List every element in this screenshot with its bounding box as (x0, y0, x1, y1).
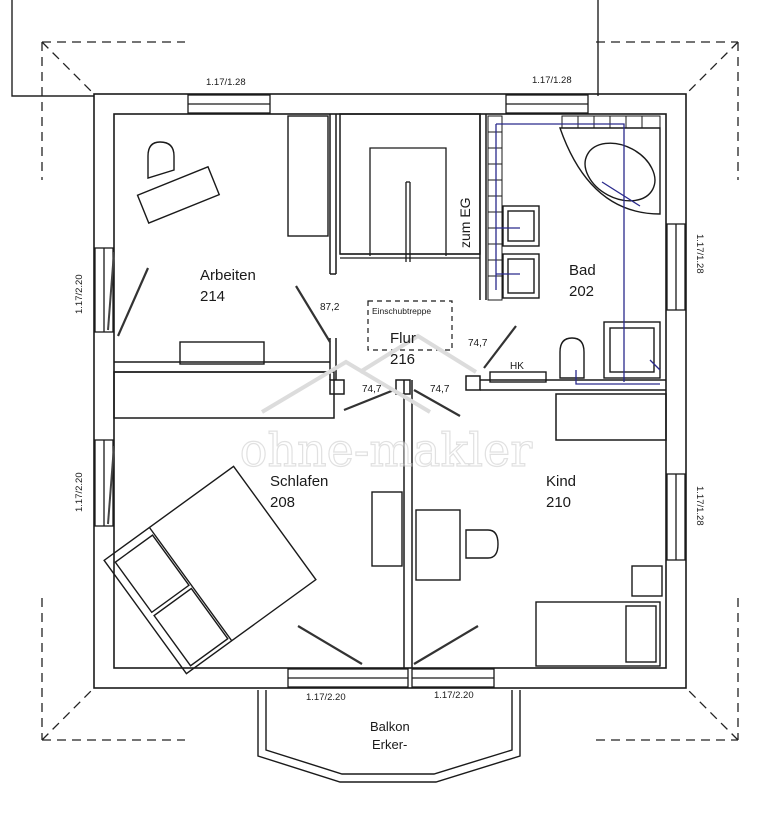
house-logo (260, 333, 478, 414)
room-kind-number: 210 (546, 494, 571, 511)
windows (94, 94, 686, 688)
room-flur-name: Flur (390, 330, 416, 347)
window-label-right-upper: 1.17/1.28 (694, 234, 705, 274)
kind-furniture (415, 509, 663, 667)
door-label-schlafen: 74,7 (362, 384, 382, 395)
watermark: ohne-makler (239, 333, 533, 478)
bad-tile-wall (487, 115, 661, 301)
room-bad-number: 202 (569, 283, 594, 300)
watermark-text: ohne-makler (240, 423, 533, 477)
door-label-kind: 74,7 (430, 384, 450, 395)
arbeiten-furniture (136, 115, 329, 365)
room-arbeiten-name: Arbeiten (200, 267, 256, 284)
door-leaves (116, 267, 517, 665)
balcony-label-1: Balkon (370, 719, 410, 734)
window-label-right-lower: 1.17/1.28 (694, 486, 705, 526)
radiator-label: HK (510, 361, 524, 372)
room-schlafen-number: 208 (270, 494, 295, 511)
room-labels: Arbeiten 214 Bad 202 Flur 216 Schlafen 2… (200, 262, 596, 511)
window-labels: 1.17/1.28 1.17/1.28 1.17/2.20 1.17/2.20 … (74, 75, 705, 703)
adjacent-building (11, 0, 599, 97)
interior-walls (113, 113, 667, 668)
door-labels: 87,2 74,7 74,7 74,7 (320, 302, 488, 395)
room-arbeiten-number: 214 (200, 288, 225, 305)
stairs-label: zum EG (457, 197, 473, 248)
window-sashes (107, 251, 115, 525)
room-kind-name: Kind (546, 473, 576, 490)
balcony-label-2: Erker- (372, 737, 407, 752)
schlafen-furniture (103, 465, 403, 675)
window-label-left-upper: 1.17/2.20 (74, 274, 85, 314)
door-label-arbeiten: 87,2 (320, 302, 340, 313)
attic-hatch (367, 300, 453, 351)
room-bad-name: Bad (569, 262, 596, 279)
misc-labels: zum EG Einschubtreppe HK Balkon Erker- (370, 197, 524, 752)
door-label-bad: 74,7 (468, 338, 488, 349)
window-label-top-right: 1.17/1.28 (532, 75, 572, 86)
plumbing (495, 123, 661, 385)
window-label-top-left: 1.17/1.28 (206, 77, 246, 88)
window-label-bottom-right: 1.17/2.20 (434, 690, 474, 701)
window-label-bottom-left: 1.17/2.20 (306, 692, 346, 703)
erker-balcony (257, 690, 521, 783)
room-schlafen-name: Schlafen (270, 473, 328, 490)
attic-hatch-label: Einschubtreppe (372, 306, 431, 316)
window-label-left-lower: 1.17/2.20 (74, 472, 85, 512)
bathroom-fixtures (489, 127, 661, 383)
roof-outline (41, 41, 739, 741)
room-flur-number: 216 (390, 351, 415, 368)
staircase (340, 147, 480, 262)
